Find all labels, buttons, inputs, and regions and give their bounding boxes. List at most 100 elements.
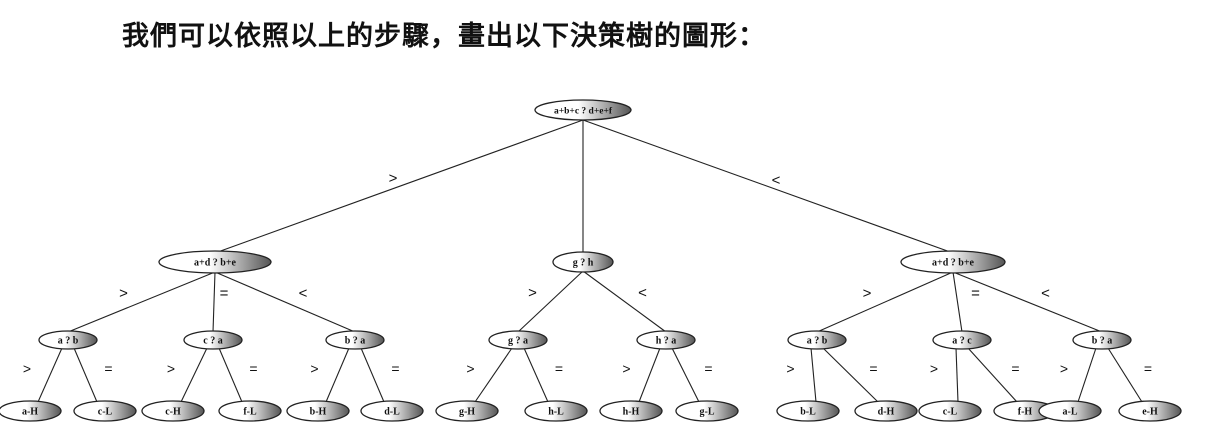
root-node: a+b+c ? d+e+f: [534, 99, 632, 121]
edge-mid-0-0-0: [37, 347, 63, 403]
edge-branch-1-0: [517, 270, 584, 333]
edge-branch-0-1: [212, 271, 216, 333]
leaf-node-d-H-label: d-H: [878, 407, 895, 418]
leaf-node-g-L-label: g-L: [700, 407, 715, 418]
decision-node-2-2-label: b ? a: [1092, 336, 1113, 347]
edge-branch-2-0: [816, 271, 954, 333]
leaf-node-g-L: g-L: [675, 400, 739, 422]
leaf-node-a-H-ellipse: [0, 400, 62, 422]
edge-mid-0-1-0: [180, 347, 208, 403]
tree-edges: [37, 119, 1143, 403]
edge-mid-2-2-1: [1107, 347, 1143, 403]
branch-node-0: a+d ? b+e: [158, 250, 272, 274]
decision-node-0-0-label: a ? b: [58, 336, 79, 347]
leaf-node-f-L-ellipse: [218, 400, 282, 422]
leaf-node-c-L: c-L: [73, 400, 137, 422]
edge-mid-1-0-1: [523, 347, 549, 403]
edge-label-mid-2-0-1: =: [869, 361, 877, 377]
edge-mid-1-1-1: [671, 347, 700, 403]
edge-label-mid-0-2-1: =: [391, 361, 399, 377]
decision-node-0-1-label: c ? a: [203, 336, 222, 347]
leaf-node-h-L-label: h-L: [548, 407, 564, 418]
leaf-node-a-H: a-H: [0, 400, 62, 422]
leaf-node-h-H-ellipse: [599, 400, 663, 422]
edge-label-mid-0-1-0: >: [167, 361, 175, 377]
decision-node-2-2-ellipse: [1072, 330, 1132, 350]
leaf-node-g-H-ellipse: [435, 400, 499, 422]
decision-node-0-1-ellipse: [183, 330, 243, 350]
leaf-node-c-L-label: c-L: [943, 407, 958, 418]
edge-root-branch-0: [214, 119, 584, 254]
branch-node-1-ellipse: [552, 251, 614, 273]
leaf-node-d-L: d-L: [360, 400, 424, 422]
edge-mid-2-0-1: [822, 347, 879, 403]
edge-label-branch-2-2: <: [1041, 285, 1050, 302]
edge-mid-2-1-0: [955, 347, 959, 403]
leaf-node-b-H-label: b-H: [310, 407, 327, 418]
decision-node-0-1: c ? a: [183, 330, 243, 350]
leaf-node-c-L-ellipse: [918, 400, 982, 422]
decision-node-2-1-label: a ? c: [952, 336, 972, 347]
leaf-node-d-L-label: d-L: [384, 407, 400, 418]
leaf-node-h-L-ellipse: [524, 400, 588, 422]
decision-node-1-0-ellipse: [488, 330, 548, 350]
edge-mid-2-2-0: [1077, 347, 1097, 403]
edge-label-branch-2-1: =: [971, 285, 980, 302]
leaf-node-h-L: h-L: [524, 400, 588, 422]
leaf-node-c-L-label: c-L: [98, 407, 113, 418]
decision-node-0-2: b ? a: [325, 330, 385, 350]
leaf-node-b-H: b-H: [286, 400, 350, 422]
edge-mid-2-0-0: [810, 347, 817, 403]
leaf-node-c-L-ellipse: [73, 400, 137, 422]
edge-branch-1-1: [582, 270, 667, 333]
decision-node-1-0: g ? a: [488, 330, 548, 350]
edge-mid-0-2-0: [325, 347, 350, 403]
edge-label-branch-0-1: =: [220, 285, 229, 302]
branch-node-2-label: a+d ? b+e: [932, 258, 975, 269]
edge-label-mid-2-1-1: =: [1011, 361, 1019, 377]
decision-node-1-1-label: h ? a: [656, 336, 677, 347]
tree-edge-labels: >>>==>=<>=>>=<>=<>>==>=<>=: [23, 170, 1152, 377]
root-node-label: a+b+c ? d+e+f: [554, 106, 613, 116]
leaf-node-c-H-label: c-H: [165, 407, 181, 418]
leaf-node-f-L: f-L: [218, 400, 282, 422]
edge-label-mid-2-1-0: >: [930, 361, 938, 377]
leaf-node-g-H-label: g-H: [459, 407, 475, 418]
leaf-node-a-L-ellipse: [1038, 400, 1102, 422]
edge-mid-0-0-1: [73, 347, 98, 403]
leaf-node-g-H: g-H: [435, 400, 499, 422]
edge-branch-0-0: [67, 271, 216, 333]
leaf-node-b-L: b-L: [776, 400, 840, 422]
edge-label-mid-0-0-1: =: [104, 361, 112, 377]
page-heading: 我們可以依照以上的步驟，畫出以下決策樹的圖形：: [122, 21, 766, 52]
leaf-node-d-H-ellipse: [854, 400, 918, 422]
decision-node-0-2-label: b ? a: [345, 336, 366, 347]
decision-node-2-2: b ? a: [1072, 330, 1132, 350]
decision-node-0-0: a ? b: [38, 330, 98, 350]
branch-node-1: g ? h: [552, 251, 614, 273]
leaf-node-h-H: h-H: [599, 400, 663, 422]
branch-node-0-label: a+d ? b+e: [194, 258, 237, 269]
edge-label-branch-2-0: >: [863, 285, 872, 302]
decision-node-1-1: h ? a: [636, 330, 696, 350]
edge-label-branch-0-2: <: [299, 285, 308, 302]
edge-label-mid-1-1-1: =: [704, 361, 712, 377]
branch-node-1-label: g ? h: [573, 258, 594, 269]
decision-node-2-0: a ? b: [787, 330, 847, 350]
edge-label-mid-0-0-0: >: [23, 361, 31, 377]
edge-label-root-2: <: [772, 172, 781, 189]
leaf-node-f-H-label: f-H: [1018, 407, 1033, 418]
leaf-node-c-L: c-L: [918, 400, 982, 422]
decision-node-2-0-label: a ? b: [807, 336, 828, 347]
leaf-node-a-H-label: a-H: [22, 407, 38, 418]
edge-label-mid-2-0-0: >: [786, 361, 794, 377]
edge-label-mid-2-2-1: =: [1144, 361, 1152, 377]
decision-node-0-0-ellipse: [38, 330, 98, 350]
edge-label-mid-0-1-1: =: [249, 361, 257, 377]
leaf-node-e-H: e-H: [1118, 400, 1182, 422]
decision-node-1-0-label: g ? a: [508, 336, 528, 347]
edge-root-branch-2: [582, 119, 954, 254]
decision-node-2-0-ellipse: [787, 330, 847, 350]
decision-node-1-1-ellipse: [636, 330, 696, 350]
leaf-node-c-H: c-H: [141, 400, 205, 422]
